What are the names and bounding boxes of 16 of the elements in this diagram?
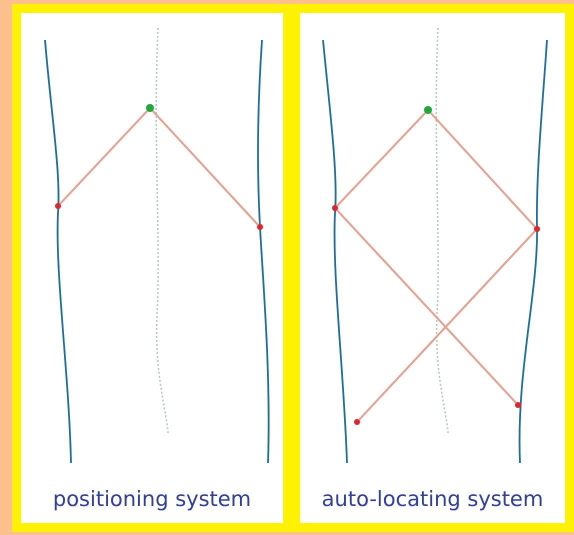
connector-line (358, 230, 536, 420)
panel-caption: positioning system (52, 487, 252, 511)
panel-caption: auto-locating system (320, 487, 544, 511)
diagram-panel (291, 4, 574, 532)
connector-line (430, 112, 536, 228)
point-marker (354, 419, 360, 425)
diagram-panel (12, 4, 292, 532)
point-marker (332, 205, 338, 211)
connector-line (59, 110, 148, 204)
point-marker (55, 203, 61, 209)
connector-line (336, 210, 517, 404)
point-marker (146, 104, 154, 112)
point-marker (424, 106, 432, 114)
point-marker (257, 224, 263, 230)
connector-line (152, 110, 259, 226)
connector-line (336, 112, 426, 207)
